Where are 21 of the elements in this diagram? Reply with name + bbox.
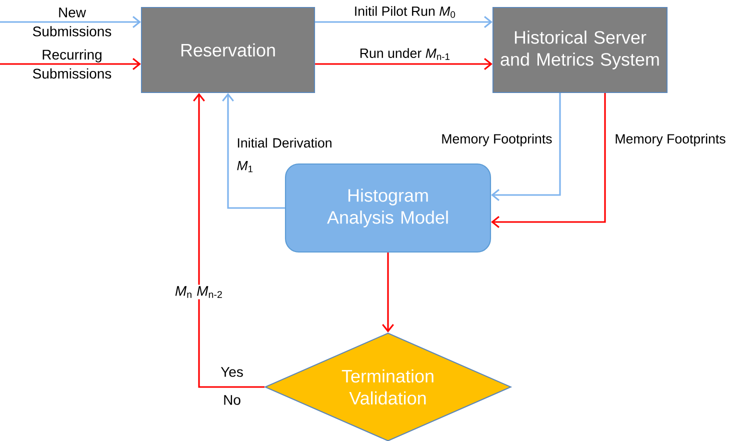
process-box: Historical Server and Metrics System	[492, 6, 668, 94]
arrow	[222, 93, 285, 209]
arrow	[0, 16, 141, 28]
edge-label: Recurring Submissions	[32, 49, 112, 79]
branch-label: No	[224, 395, 240, 405]
edge-label: Initil Pilot Run M$_{0}$	[355, 6, 456, 18]
arrow	[315, 16, 492, 28]
branch-label: Yes	[220, 367, 243, 377]
edge-label: M$_{n}$ M$_{n-2}$	[174, 284, 224, 300]
edge-label: Memory Footprints	[442, 134, 552, 146]
process-box: Reservation	[140, 6, 316, 94]
arrow	[193, 93, 264, 388]
arrow	[491, 93, 561, 201]
model-box: Histogram Analysis Model	[284, 163, 492, 253]
edge-label: New Submissions	[32, 8, 112, 36]
edge-label: Memory Footprints	[616, 134, 726, 146]
arrow	[315, 58, 492, 70]
edge-label: Run under M$_{n-1}$	[360, 48, 450, 60]
arrow	[491, 93, 606, 228]
arrow	[0, 58, 141, 70]
arrow	[382, 252, 394, 332]
